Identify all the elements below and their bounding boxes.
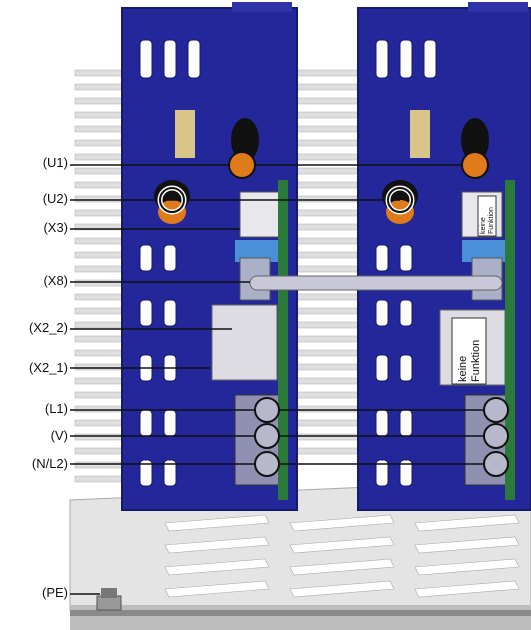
black-ring-marker-icon [159,187,185,213]
note-large-line1: keine [457,356,469,382]
callout-label-u1: (U1) [42,155,68,170]
grey-ring-marker-icon [254,451,280,477]
grey-ring-marker-icon [254,397,280,423]
callout-label-u2: (U2) [42,191,68,206]
callout-label-x8: (X8) [43,273,68,288]
svg-text:keine Funktion: keine Funktion [457,340,482,382]
callout-label-nl2: (N/L2) [31,456,68,471]
callout-label-x2-2: (X2_2) [28,320,68,335]
shield-connection-bar [249,275,503,291]
svg-text:keine Funktion: keine Funktion [480,207,495,234]
note-keine-funktion-small: keine Funktion [477,195,497,237]
heatsink-fins [74,69,360,483]
black-ring-marker-icon [387,187,413,213]
callout-label-x3: (X3) [43,220,68,235]
note-keine-funktion-large: keine Funktion [451,317,487,385]
note-large-line2: Funktion [470,340,482,382]
note-small-line1: keine [480,217,487,234]
orange-terminal-marker-icon [228,151,256,179]
grey-ring-marker-icon [483,397,509,423]
grey-ring-marker-icon [254,423,280,449]
earth-screw-icon [96,588,122,611]
orange-terminal-marker-icon [461,151,489,179]
callout-label-x2-1: (X2_1) [28,360,68,375]
callout-label-pe: (PE) [42,585,68,600]
callout-label-l1: (L1) [44,401,68,416]
callout-leaders [70,151,509,595]
grey-ring-marker-icon [483,423,509,449]
callout-label-v: (V) [50,428,68,443]
grey-ring-marker-icon [483,451,509,477]
heatsink-base-plate [69,479,531,630]
note-small-line2: Funktion [488,207,495,234]
